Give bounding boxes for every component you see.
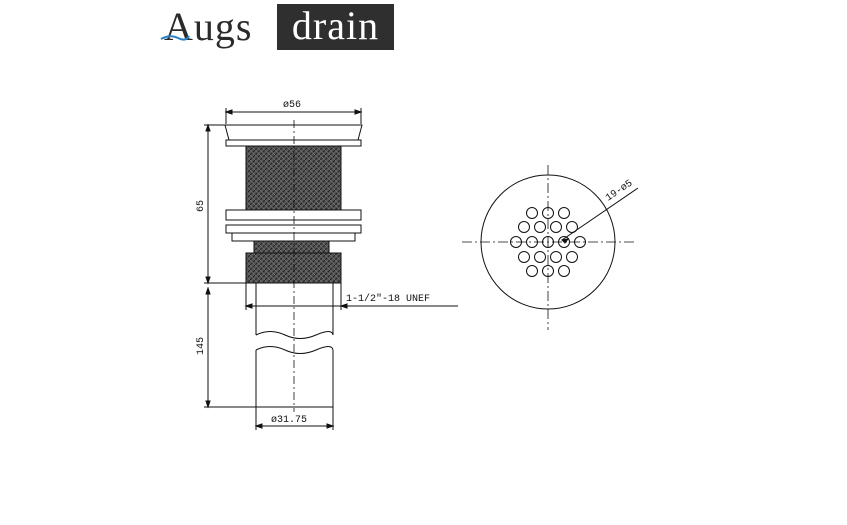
body-height-label: 65	[196, 200, 207, 212]
nut-detail	[253, 240, 330, 254]
upper-washer	[225, 209, 362, 221]
brand-text-part2: drain	[277, 4, 394, 50]
flange-diameter-label: ø56	[283, 100, 301, 111]
tail-diameter-label: ø31.75	[271, 415, 307, 426]
brand-logo: Augs drain	[160, 4, 394, 50]
break-line-top	[255, 331, 334, 339]
top-flange	[225, 139, 362, 147]
top-view	[462, 165, 639, 330]
top-cap	[224, 124, 363, 141]
holes-leader	[561, 187, 639, 241]
side-view	[204, 108, 458, 430]
thread-label: 1-1/2"-18 UNEF	[346, 293, 430, 305]
brand-swoosh-icon	[160, 35, 190, 41]
hex-nut	[231, 232, 356, 242]
brand-text-part1: Augs	[164, 4, 253, 49]
upper-threaded-body	[245, 145, 342, 211]
lower-threaded-body	[245, 252, 342, 284]
strainer-holes	[510, 207, 586, 277]
break-line-bottom	[255, 346, 334, 354]
tail-length-label: 145	[196, 337, 207, 355]
lower-washer	[225, 224, 362, 234]
